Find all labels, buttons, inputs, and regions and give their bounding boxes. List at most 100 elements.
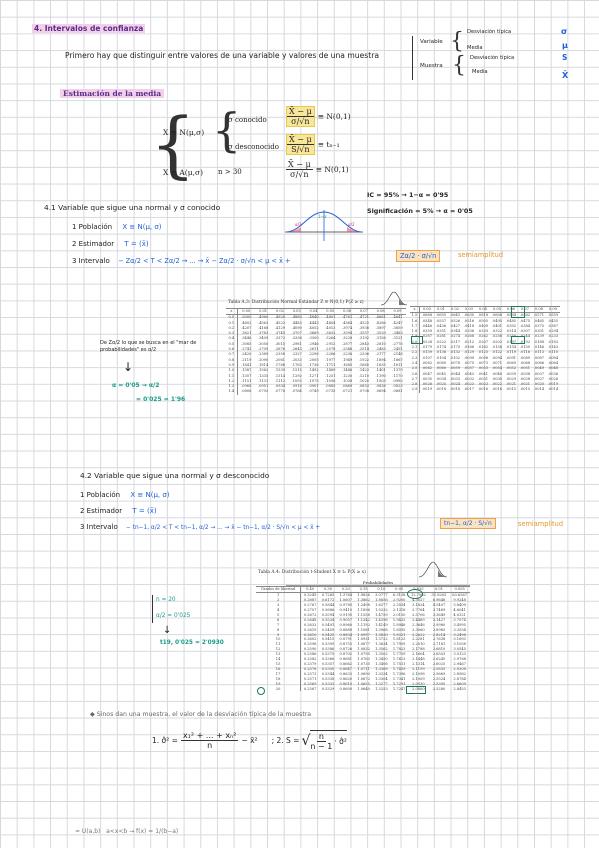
normal-right-cell: .0351 [435,329,447,334]
normal-right-cell: .0091 [505,355,517,360]
t-table-cell: 1.0655 [357,681,370,686]
normal-left-cell: .2266 [325,352,336,357]
t-table-cell: 12 [256,647,302,653]
case3-cond: n > 30 [218,168,242,176]
section-number: 4. [34,24,43,33]
normal-right-cell: .0113 [533,350,545,355]
normal-left-cell: .3336 [291,336,302,341]
t-table-cell: 3.0777 [375,593,388,598]
estimacion-title-text: Estimación de la media [60,89,165,98]
normal-right-cell: .0040 [491,371,503,376]
normal-right-cell: .0465 [533,318,545,323]
normal-left-cell: .2643 [291,347,302,352]
normal-left-cell: .4129 [274,325,286,330]
t-table-cell: 4 [256,608,302,613]
normal-left-cell: .4801 [325,315,336,320]
estimacion-outer-brace: { [150,102,196,186]
t-table-cell: 0.2573 [303,671,317,676]
t-table-cell: 0.2571 [303,676,317,681]
normal-left-cell: .0918 [291,384,302,389]
variable-media-label: Media [467,45,483,51]
t-table-cell: 0.2632 [303,622,317,627]
t-table-cell: 1.0832 [357,647,370,652]
normal-right-cell: 2.7 [410,376,420,383]
f1-tail: − x̄² [241,736,258,745]
normal-left-cell: .1492 [308,368,319,373]
normal-right-cell: .0078 [449,360,461,365]
normal-left-cell: .0764 [291,389,302,394]
t-table-cell: 0.8791 [339,637,353,642]
normal-right-cell: .0359 [421,329,433,334]
normal-right-cell: .0037 [533,371,545,376]
normal-left-cell: .2206 [358,352,370,357]
t-table-cell: 2.6245 [432,657,446,662]
normal-right-header-cell: 0.08 [531,306,546,314]
normal-left-header-cell: 0.04 [305,308,322,316]
t-table-curve-icon [418,561,448,578]
t-table-cell: 0.2567 [303,686,317,691]
t-table-cell: 4.0321 [453,612,466,617]
t-table-cell: 0.5329 [321,686,335,691]
normal-right-cell: .0594 [505,313,517,318]
normal-right-cell: .0014 [533,387,545,392]
t-table-cell: 0.8662 [339,661,353,666]
t-table-cell: 2.0860 [412,686,425,691]
t-table-cell: 5.8409 [453,603,466,608]
normal-left-cell: .2451 [392,347,403,352]
t-table-cell: 2.7181 [432,642,446,647]
normal-right-cell: .0537 [435,318,447,323]
t-table-cell: 13 [256,652,302,658]
normal-right-cell: .0274 [449,334,461,339]
t-table-cell: 1.8125 [392,637,406,642]
t-table-cell: 0.5344 [321,671,335,676]
case1-den: σ/√n [291,117,310,126]
t-table-cell: 2.3646 [412,622,425,627]
t-table-cell: 0.9195 [339,612,353,617]
normal-left-cell: .1515 [291,368,302,373]
f2-num: n [316,732,326,742]
normal-right-header-cell: 0.04 [475,306,490,314]
normal-right-cell: .0044 [449,371,461,376]
t-table-cell: 0.2576 [303,666,317,671]
normal-right-cell: .0055 [477,366,489,371]
normal-right-row: 2.6.0047.0045.0044.0043.0041.0040.0039.0… [410,371,560,377]
s41-note-arrow: ↓ [123,360,134,374]
normal-left-cell: .0735 [325,389,336,394]
t-table-cell: 3.3554 [453,627,466,632]
normal-left-cell: .3300 [308,336,319,341]
mu-symbol: μ [562,41,568,50]
normal-right-cell: .0655 [435,313,447,318]
normal-left-cell: .3745 [274,331,286,336]
normal-left-cell: .1131 [257,378,269,383]
t-table-cell: 11 [256,642,302,648]
t-table-cell: 1.7247 [392,686,406,691]
normal-left-cell: .2843 [358,341,370,346]
normal-left-cell: .0934 [274,384,286,389]
normal-right-cell: .0071 [491,360,503,365]
normal-right-cell: .0017 [463,387,475,392]
normal-left-cell: .4286 [375,320,386,325]
normal-right-cell: .0146 [533,345,545,350]
normal-right-cell: .0075 [463,360,475,365]
normal-right-cell: .0014 [547,387,559,392]
normal-right-cell: 2.4 [410,360,420,367]
normal-left-cell: .2676 [274,347,286,352]
normal-left-cell: .0778 [274,389,286,394]
normal-right-cell: .0094 [491,355,503,360]
normal-left-cell: .3821 [241,331,252,336]
t-table-cell: 0.2590 [303,647,317,652]
normal-right-cell: .0023 [477,382,489,387]
normal-left-cell: .5000 [241,315,252,320]
t-table-cell: 2.6810 [432,647,446,652]
normal-right-cell: .0015 [505,387,517,392]
normal-left-cell: .1151 [241,378,252,383]
normal-left-cell: .1711 [325,362,336,367]
s42-semiamplitud-label: semiamplitud [518,520,564,528]
normal-left-cell: .3409 [257,336,269,341]
s41-title: 4.1 Variable que sigue una normal y σ co… [44,203,221,212]
normal-right-cell: .0418 [463,323,475,328]
normal-left-cell: .1660 [358,362,370,367]
t-table-cell: 0.8610 [339,681,353,686]
s42-note-n: n = 20 [156,597,176,603]
